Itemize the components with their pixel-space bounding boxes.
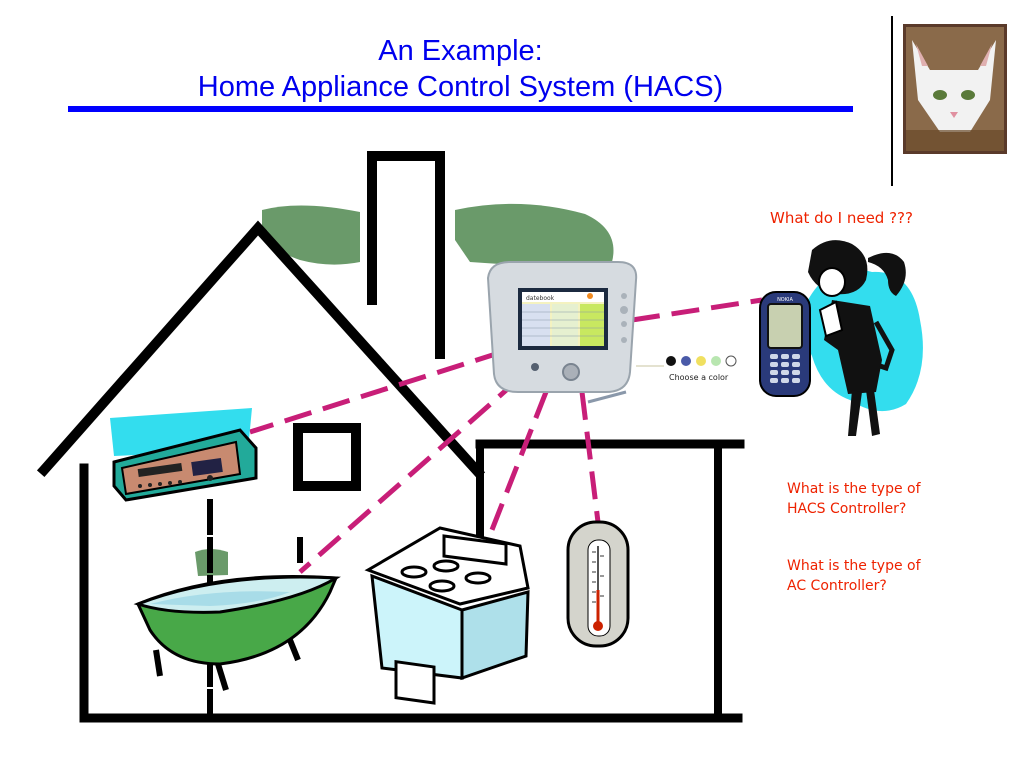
color-palette: [666, 355, 737, 367]
palette-swatch-green: [711, 356, 721, 366]
vcr-icon: [110, 408, 258, 502]
link-controller-bathtub: [298, 376, 522, 574]
stove-icon: [364, 526, 530, 705]
controller-screen-title: datebook: [526, 295, 555, 302]
slide-title-line1: An Example:: [378, 35, 543, 67]
question-ac-line2: AC Controller?: [787, 578, 887, 594]
bathtub-icon: [133, 574, 341, 691]
question-ac-controller: What is the type of AC Controller?: [787, 556, 967, 596]
question-hacs-line2: HACS Controller?: [787, 501, 907, 517]
house-outline-icon: [36, 151, 745, 723]
link-controller-thermometer: [579, 391, 601, 523]
phone-brand: NOKIA: [777, 297, 793, 303]
slide-title-line2: Home Appliance Control System (HACS): [197, 71, 724, 103]
link-controller-phone: [631, 297, 763, 323]
palette-label: Choose a color: [669, 373, 729, 382]
title-underline: [68, 106, 853, 112]
vertical-divider: [891, 16, 893, 186]
tree-foliage: [195, 203, 614, 576]
palette-swatch-white: [725, 355, 737, 367]
question-ac-line1: What is the type of: [787, 558, 921, 574]
connection-lines: [249, 297, 763, 574]
mobile-phone-icon: NOKIA: [759, 291, 811, 397]
link-controller-vcr: [249, 349, 503, 435]
link-controller-stove: [485, 391, 549, 541]
thermometer-icon: [566, 520, 630, 648]
question-hacs-controller: What is the type of HACS Controller?: [787, 479, 967, 519]
palette-swatch-yellow: [696, 356, 706, 366]
palette-swatch-black: [666, 356, 676, 366]
woman-on-phone-icon: [803, 240, 923, 436]
question-hacs-line1: What is the type of: [787, 481, 921, 497]
cat-photo-icon: [903, 24, 1007, 154]
palette-swatch-blue: [681, 356, 691, 366]
question-what-do-i-need: What do I need ???: [770, 209, 913, 227]
home-controller-device-icon: datebook: [486, 261, 664, 404]
